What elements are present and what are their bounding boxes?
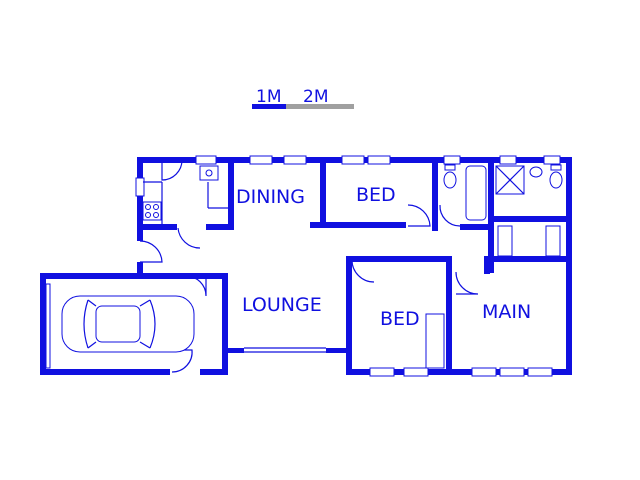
window <box>443 155 461 165</box>
sliding-door <box>244 347 326 353</box>
wall-passage-stub <box>484 262 490 274</box>
window <box>341 155 365 165</box>
cupboard <box>425 313 445 369</box>
window <box>499 155 517 165</box>
window <box>527 367 553 377</box>
basin-icon <box>529 166 543 178</box>
door-swing <box>171 349 193 373</box>
bathroom-fixtures <box>443 164 563 221</box>
window <box>543 155 561 165</box>
room-label-bed-bottom: BED <box>380 308 420 330</box>
wall-bed-main <box>446 256 452 375</box>
wall-bath-bottom <box>460 224 490 230</box>
wall-kitchen-bottom-right <box>206 224 234 230</box>
door-swing <box>407 204 431 227</box>
window <box>135 177 145 197</box>
wall-bottom-bedrooms <box>346 369 572 375</box>
wall-kitchen-dining <box>228 157 234 229</box>
door-swing <box>439 204 461 227</box>
wall-right <box>566 157 572 375</box>
scale-label-1m: 1M <box>256 87 281 107</box>
scale-label-2m: 2M <box>303 87 328 107</box>
windows <box>135 155 561 377</box>
scale-bar-empty-segment <box>286 104 354 109</box>
cupboard <box>545 225 561 257</box>
wall-garage-top <box>40 273 228 279</box>
window <box>283 155 307 165</box>
window <box>195 155 217 165</box>
wall-garage-bottom <box>40 369 170 375</box>
door-swing <box>351 259 375 283</box>
window <box>249 155 273 165</box>
room-label-main: MAIN <box>482 301 531 323</box>
wall-main-top <box>484 256 572 262</box>
window <box>471 367 497 377</box>
wall-lounge-bottom-left <box>222 348 244 353</box>
door-swing <box>177 227 201 249</box>
cupboards <box>425 225 561 369</box>
kitchen-fixtures <box>142 165 228 224</box>
wall-dining-bed <box>320 157 326 225</box>
doors <box>139 159 479 373</box>
scale-bar-filled-segment <box>252 104 286 109</box>
wall-bed-bath <box>432 157 438 231</box>
window <box>369 367 395 377</box>
door-swing <box>455 271 479 295</box>
wall-bed-bottom-top <box>346 256 452 262</box>
wall-lounge-bottom-right <box>326 348 352 353</box>
scale-bar: 1M 2M <box>252 87 354 109</box>
wall-left-upper <box>137 157 143 241</box>
window <box>499 367 525 377</box>
cupboard <box>497 225 513 257</box>
wall-bath-shower <box>488 157 494 273</box>
wall-left-lower-stub <box>137 262 143 278</box>
window <box>367 155 391 165</box>
room-labels: DINING BED LOUNGE BED MAIN <box>236 184 531 330</box>
wall-garage-bottom-right <box>200 369 228 375</box>
door-swing <box>139 240 163 263</box>
wall-shower-bottom <box>488 216 572 222</box>
bathtub-icon <box>465 165 487 221</box>
wall-garage-left <box>40 273 46 375</box>
car-icon <box>45 283 195 369</box>
wall-lounge-bed <box>346 258 352 375</box>
room-label-bed-top: BED <box>356 184 396 206</box>
room-label-dining: DINING <box>236 186 305 208</box>
wall-kitchen-bottom-left <box>137 224 177 230</box>
door-swing <box>161 159 183 181</box>
toilet-icon <box>549 171 563 189</box>
door-swing <box>185 275 207 297</box>
room-label-lounge: LOUNGE <box>242 294 322 316</box>
wall-lounge-left-stub <box>222 273 228 293</box>
wall-dining-bottom <box>310 222 406 228</box>
toilet-icon <box>443 171 457 189</box>
stove-icon <box>142 201 162 221</box>
wall-garage-right <box>222 273 228 375</box>
window <box>403 367 429 377</box>
